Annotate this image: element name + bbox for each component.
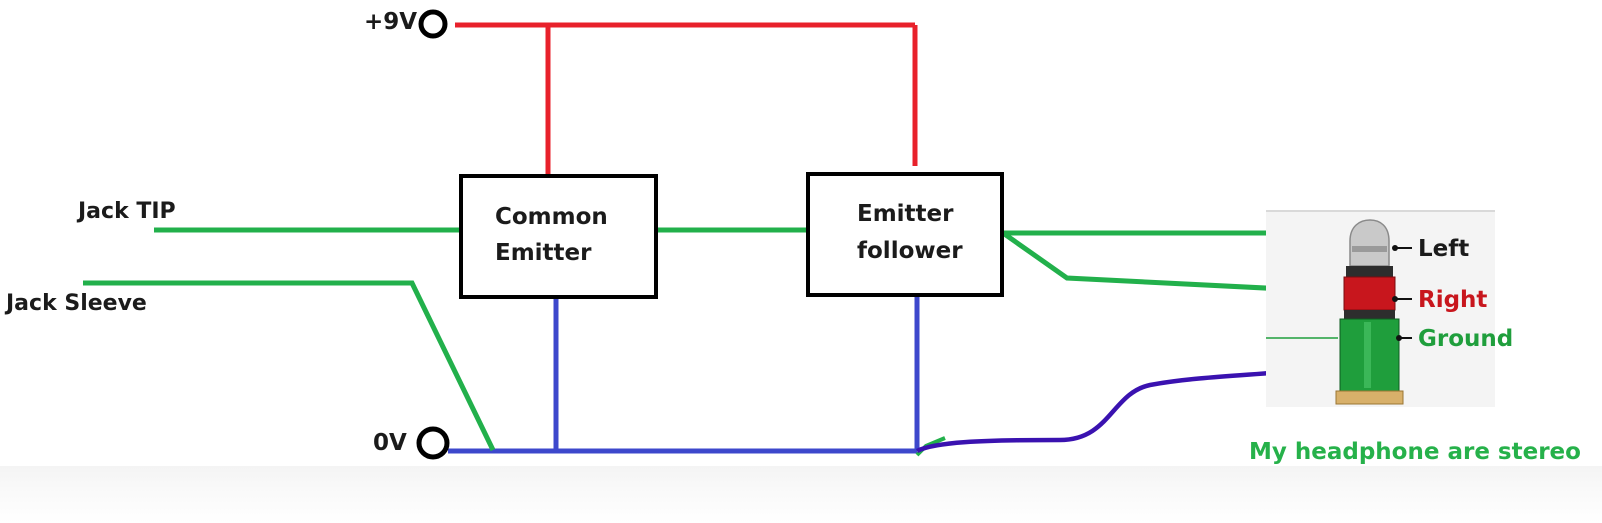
plug-left-label: Left [1418, 236, 1469, 262]
supply-label: +9V [364, 9, 417, 35]
stereo-plug-icon [1335, 219, 1404, 405]
sleeve-wire [83, 280, 496, 452]
signal-wires [83, 227, 1372, 457]
plug-ground-label: Ground [1418, 326, 1513, 352]
plug-right-label: Right [1418, 287, 1487, 313]
common-emitter-line1: Common [495, 204, 608, 230]
headphone-plug-figure: Left Right Ground [1266, 210, 1513, 407]
bottom-shadow-band [0, 466, 1602, 523]
emitter-follower-box [806, 172, 1004, 297]
jack-tip-label: Jack TIP [76, 199, 176, 224]
common-emitter-box [459, 174, 658, 299]
ground-label: 0V [373, 430, 407, 456]
ground-rail [448, 294, 920, 454]
jack-sleeve-label: Jack Sleeve [4, 291, 147, 316]
supply-rail [455, 22, 918, 174]
emitter-follower-line2: follower [857, 238, 963, 264]
plug-pointers [1266, 245, 1412, 341]
ground-terminal [416, 426, 450, 460]
output-right-wire [1001, 230, 1345, 295]
supply-terminal [418, 9, 448, 39]
common-emitter-line2: Emitter [495, 240, 592, 266]
emitter-follower-line1: Emitter [857, 201, 954, 227]
common-emitter-block: Common Emitter [459, 174, 658, 299]
stereo-caption: My headphone are stereo [1249, 439, 1581, 465]
emitter-follower-block: Emitter follower [806, 172, 1004, 297]
